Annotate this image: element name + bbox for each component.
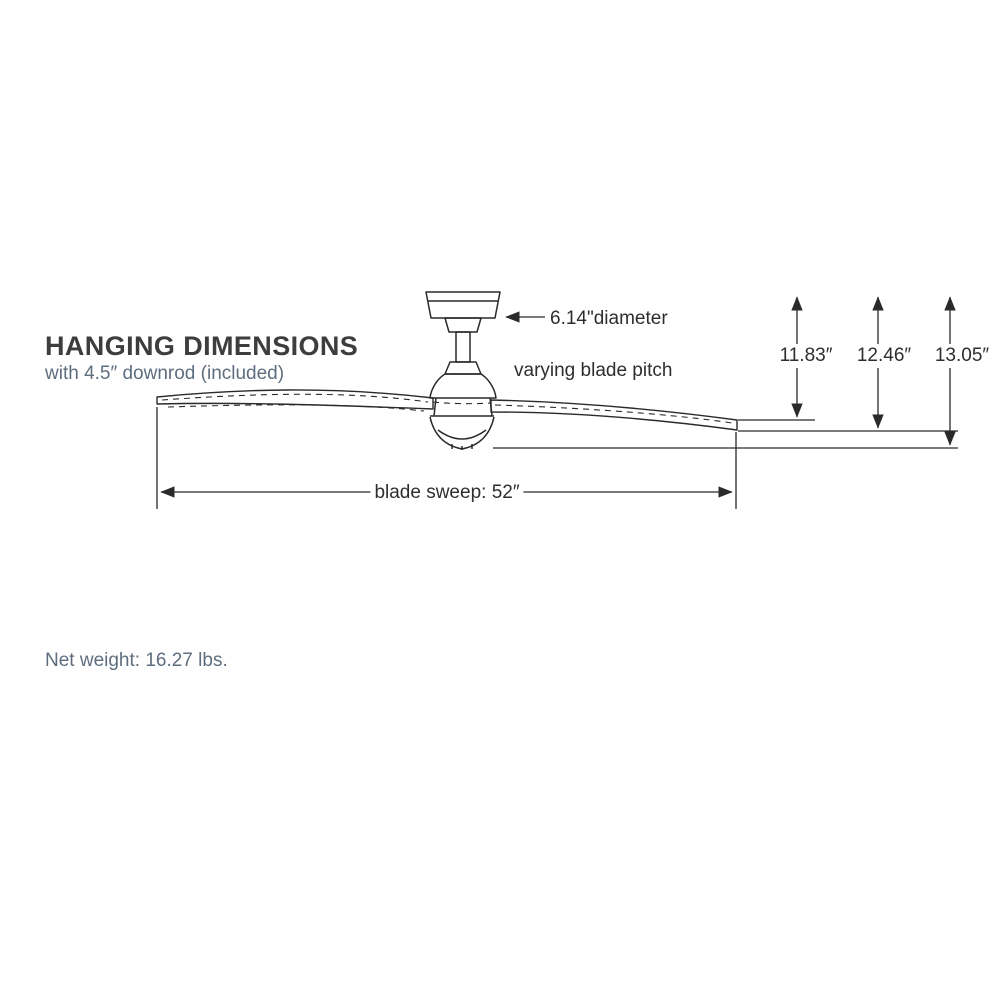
left-blade [156,389,434,412]
hanging-height-label-2: 12.46″ [852,344,916,368]
blade-pitch-label: varying blade pitch [514,360,673,381]
blade-sweep-label: blade sweep: 52″ [370,481,524,505]
hanging-height-label-3: 13.05″ [930,344,994,368]
downrod [444,331,482,375]
reference-lines [493,419,958,449]
net-weight-text: Net weight: 16.27 lbs. [45,650,228,671]
canopy [425,291,501,333]
page-title: HANGING DIMENSIONS [45,331,359,361]
hanging-height-label-1: 11.83″ [775,344,837,368]
diameter-label: 6.14"diameter [550,308,668,329]
page-subtitle: with 4.5″ downrod (included) [45,363,285,384]
height-dimension-arrows [791,296,956,446]
motor-housing [429,373,497,450]
right-blade [432,399,738,431]
